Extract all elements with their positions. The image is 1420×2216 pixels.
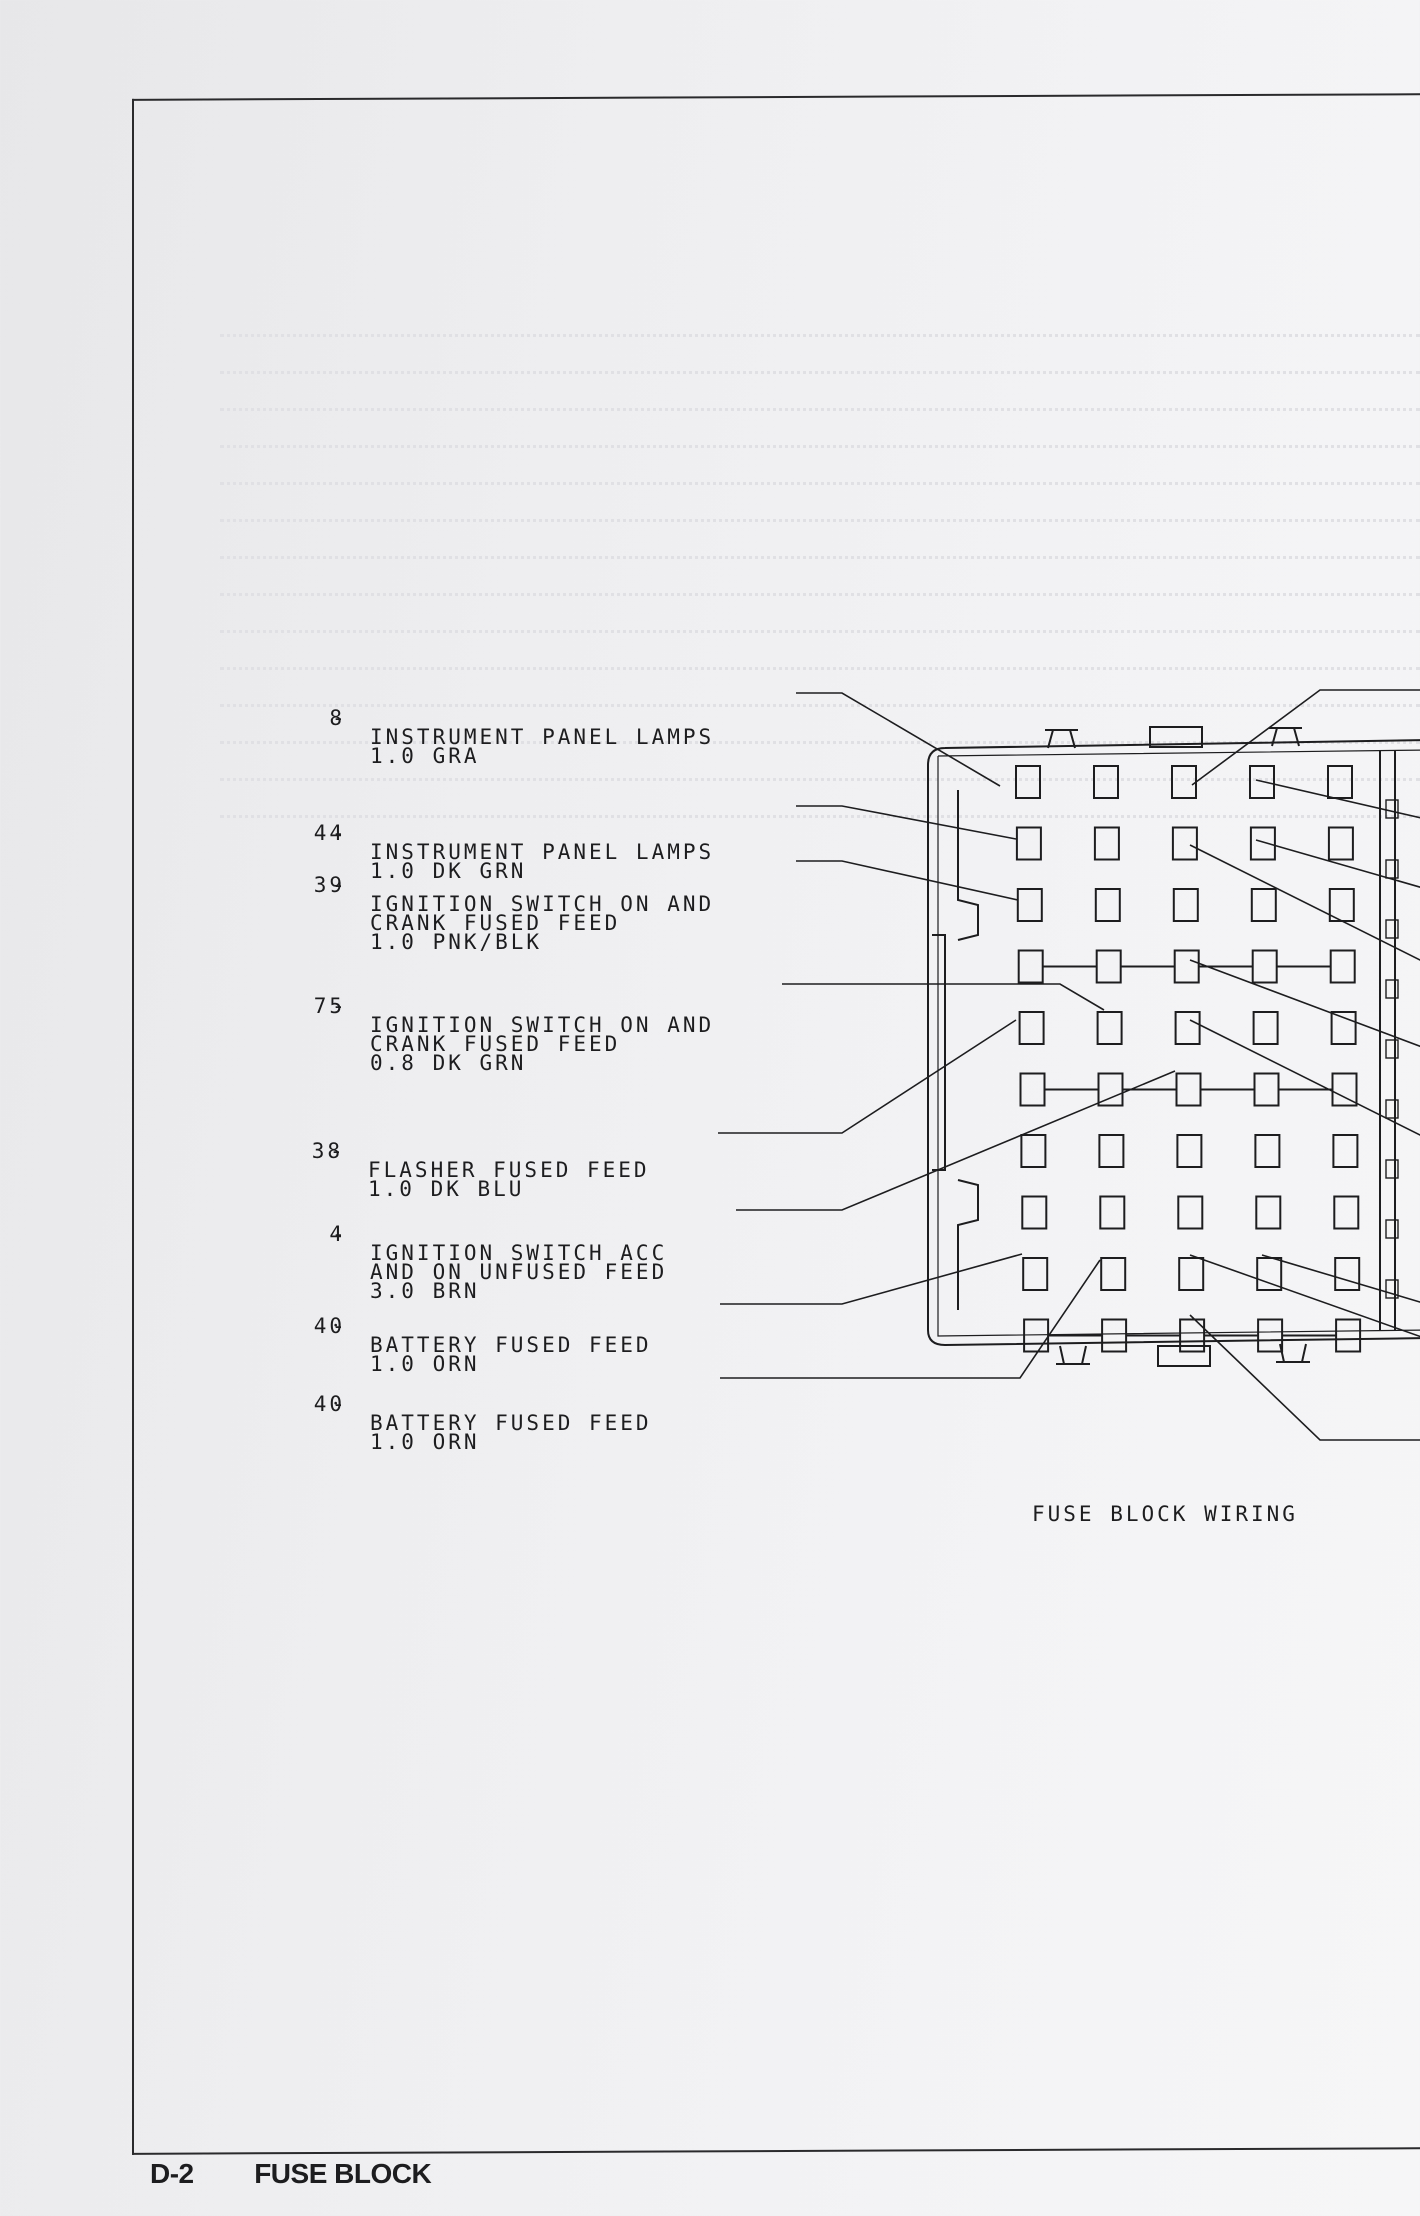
- fuse-terminal: [1257, 1318, 1284, 1353]
- rail-tab: [1385, 919, 1399, 939]
- fuse-terminal: [1333, 1195, 1360, 1230]
- fuse-terminal: [1095, 949, 1122, 984]
- footer-section-title: FUSE BLOCK: [254, 2158, 432, 2189]
- fuse-terminal: [1094, 888, 1121, 922]
- fuse-terminal: [1329, 949, 1356, 984]
- fuse-terminal: [1176, 1134, 1203, 1168]
- fuse-terminal: [1022, 1257, 1049, 1291]
- leader-line-offpage: [1191, 689, 1420, 786]
- leader-line: [796, 692, 1001, 787]
- footer-page-number: D-2: [150, 2158, 194, 2189]
- rail-tab: [1385, 1219, 1399, 1239]
- fuse-terminal: [1256, 1257, 1283, 1291]
- fuse-terminal: [1327, 765, 1353, 799]
- leader-line: [720, 1253, 1023, 1305]
- rail-tab: [1385, 979, 1399, 999]
- diagram-caption: FUSE BLOCK WIRING: [1032, 1502, 1298, 1526]
- fuse-terminal: [1174, 1011, 1201, 1045]
- bottom-clip-left: [1056, 1345, 1090, 1365]
- fuse-terminal: [1250, 888, 1277, 922]
- leader-line-offpage: [1189, 959, 1420, 1048]
- fuse-terminal: [1175, 1072, 1202, 1107]
- fuse-terminal: [1330, 1011, 1357, 1045]
- rail-tab: [1385, 859, 1399, 879]
- page-footer: D-2 FUSE BLOCK: [150, 2158, 432, 2190]
- leader-line-offpage: [1189, 844, 1420, 961]
- leader-line-offpage: [1189, 1254, 1420, 1338]
- fuse-terminal: [1335, 1318, 1362, 1353]
- left-latch-lower: [957, 1179, 979, 1310]
- rail-tab: [1385, 1159, 1399, 1179]
- fuse-terminal: [1016, 888, 1043, 922]
- fuse-terminal: [1099, 1195, 1126, 1230]
- left-latch-upper: [957, 790, 979, 941]
- fuse-terminal: [1255, 1195, 1282, 1230]
- fuse-block-inner-edge: [937, 749, 1420, 1337]
- bleed-through-dotted-lines: [220, 300, 1420, 818]
- leader-line: [796, 860, 1019, 901]
- leader-line: [796, 805, 1017, 840]
- fuse-terminal: [1252, 1011, 1279, 1045]
- fuse-terminal: [1093, 826, 1120, 861]
- fuse-terminal: [1327, 826, 1354, 861]
- leader-line-offpage: [1255, 839, 1420, 888]
- fuse-terminal: [1100, 1257, 1127, 1291]
- fuse-terminal: [1172, 888, 1199, 922]
- fuse-terminal: [1098, 1134, 1125, 1168]
- leader-line: [782, 983, 1105, 1011]
- fuse-terminal: [1332, 1134, 1359, 1168]
- leader-line: [720, 1259, 1101, 1379]
- leader-line-offpage: [1189, 1019, 1420, 1136]
- fuse-terminal: [1101, 1318, 1128, 1353]
- leader-line-offpage: [1261, 1254, 1420, 1303]
- rail-tab: [1385, 1039, 1399, 1059]
- fuse-terminal: [1018, 1011, 1045, 1045]
- top-tab-center: [1149, 726, 1203, 748]
- fuse-terminal: [1334, 1257, 1361, 1291]
- fuse-terminal: [1021, 1195, 1048, 1230]
- leader-line: [718, 1019, 1017, 1134]
- fuse-terminal: [1015, 765, 1041, 799]
- leader-line-offpage: [1189, 1314, 1420, 1441]
- fuse-terminal: [1093, 765, 1119, 799]
- fuse-terminal: [1253, 1072, 1280, 1107]
- fuse-terminal: [1020, 1134, 1047, 1168]
- fuse-terminal: [1173, 949, 1200, 984]
- leader-line: [736, 1070, 1176, 1211]
- fuse-terminal: [1249, 826, 1276, 861]
- fuse-terminal: [1178, 1257, 1205, 1291]
- top-clip-right: [1269, 727, 1302, 747]
- rail-tab: [1385, 1279, 1399, 1299]
- fuse-terminal: [1096, 1011, 1123, 1045]
- rail-tab: [1385, 799, 1399, 819]
- fuse-terminal: [1015, 826, 1042, 861]
- top-clip-left: [1045, 729, 1078, 749]
- bottom-clip-right: [1276, 1343, 1310, 1363]
- fuse-terminal: [1017, 949, 1044, 984]
- fuse-block-housing: [927, 739, 1420, 1347]
- leader-line-offpage: [1255, 779, 1420, 819]
- bottom-tab-center: [1157, 1345, 1211, 1367]
- fuse-terminal: [1171, 765, 1197, 799]
- fuse-terminal: [1177, 1195, 1204, 1230]
- fuse-terminal: [1251, 949, 1278, 984]
- fuse-terminal: [1254, 1134, 1281, 1168]
- fuse-terminal: [1171, 826, 1198, 861]
- rail-tab: [1385, 1099, 1399, 1119]
- fuse-terminal: [1249, 765, 1275, 799]
- fuse-terminal: [1019, 1072, 1046, 1107]
